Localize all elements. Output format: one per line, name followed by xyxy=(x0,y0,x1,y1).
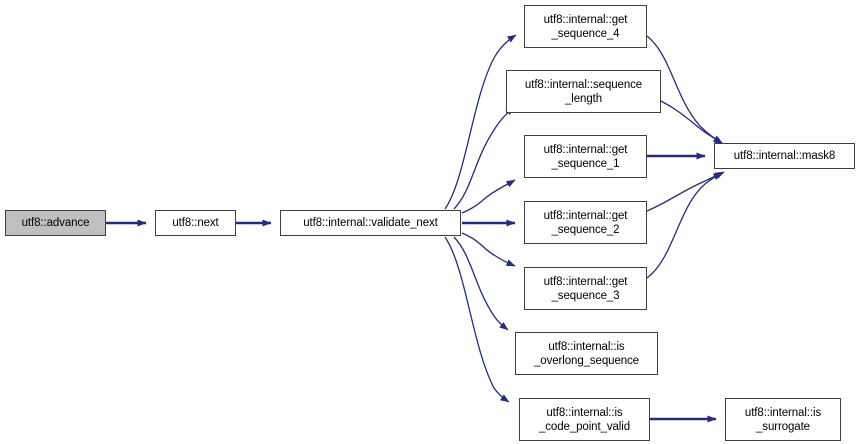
edge-validate_next-to-sequence_length xyxy=(453,106,515,210)
node-label-advance: utf8::advance xyxy=(21,217,90,229)
node-label-get_sequence_3: utf8::internal::get _sequence_3 xyxy=(543,275,628,302)
node-advance[interactable]: utf8::advance xyxy=(5,210,106,236)
node-label-get_sequence_1: utf8::internal::get _sequence_1 xyxy=(543,143,628,170)
node-is_overlong[interactable]: utf8::internal::is _overlong_sequence xyxy=(515,332,658,375)
node-label-get_sequence_4: utf8::internal::get _sequence_4 xyxy=(543,13,628,40)
node-get_sequence_4[interactable]: utf8::internal::get _sequence_4 xyxy=(524,5,647,48)
edge-get_sequence_2-to-mask8 xyxy=(646,172,723,212)
node-next[interactable]: utf8::next xyxy=(155,210,236,236)
edge-validate_next-to-get_sequence_3 xyxy=(461,232,516,267)
node-label-next: utf8::next xyxy=(172,217,219,229)
node-label-is_surrogate: utf8::internal::is _surrogate xyxy=(744,406,822,433)
node-label-mask8: utf8::internal::mask8 xyxy=(733,150,836,162)
edge-get_sequence_3-to-mask8 xyxy=(646,171,725,279)
node-get_sequence_1[interactable]: utf8::internal::get _sequence_1 xyxy=(524,135,647,178)
node-label-validate_next: utf8::internal::validate_next xyxy=(303,217,438,229)
node-validate_next[interactable]: utf8::internal::validate_next xyxy=(280,210,461,236)
edge-validate_next-to-get_sequence_4 xyxy=(444,34,517,210)
edge-validate_next-to-is_code_point_valid xyxy=(444,236,510,403)
node-is_surrogate[interactable]: utf8::internal::is _surrogate xyxy=(725,398,841,441)
node-label-is_code_point_valid: utf8::internal::is _code_point_valid xyxy=(538,406,630,433)
node-get_sequence_3[interactable]: utf8::internal::get _sequence_3 xyxy=(524,267,647,310)
node-label-get_sequence_2: utf8::internal::get _sequence_2 xyxy=(543,209,628,236)
node-sequence_length[interactable]: utf8::internal::sequence _length xyxy=(506,70,661,113)
edge-sequence_length-to-mask8 xyxy=(660,100,723,144)
edge-validate_next-to-get_sequence_1 xyxy=(461,179,516,214)
node-label-sequence_length: utf8::internal::sequence _length xyxy=(524,78,643,105)
edge-validate_next-to-is_overlong xyxy=(453,236,509,331)
node-mask8[interactable]: utf8::internal::mask8 xyxy=(714,143,855,169)
node-is_code_point_valid[interactable]: utf8::internal::is _code_point_valid xyxy=(519,398,650,441)
node-label-is_overlong: utf8::internal::is _overlong_sequence xyxy=(534,340,639,367)
node-get_sequence_2[interactable]: utf8::internal::get _sequence_2 xyxy=(524,201,647,244)
